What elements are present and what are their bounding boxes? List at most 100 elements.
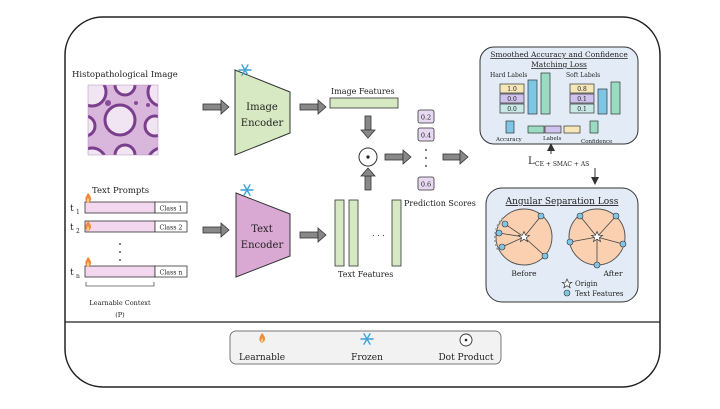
flame-icon <box>85 221 91 231</box>
flame-icon <box>85 193 91 203</box>
after-label: After <box>602 269 623 278</box>
arrow-encoder-to-image-features <box>299 99 327 115</box>
prompt-row-1: t 1 Class 1 <box>70 193 188 216</box>
accuracy-swatch <box>505 120 515 134</box>
class-token-2 <box>154 220 188 233</box>
soft-value-1: 0.8 <box>577 86 587 93</box>
hard-value-3: 0.0 <box>507 106 517 113</box>
confidence-label: Confidence <box>581 139 612 145</box>
image-feature-vector <box>329 97 399 109</box>
image-encoder-label-1: Image <box>246 102 278 113</box>
flame-icon <box>259 333 265 343</box>
arrow-dot-to-scores <box>384 149 412 165</box>
hard-label-cell <box>499 83 525 94</box>
soft-value-2: 0.1 <box>577 96 587 103</box>
soft-label-bar <box>610 81 621 115</box>
hard-label-cell <box>499 93 525 104</box>
hard-value-1: 1.0 <box>507 86 517 93</box>
text-encoder-label-2: Encoder <box>241 240 284 251</box>
token-label-2: t <box>70 223 74 233</box>
score-box-1 <box>417 109 435 124</box>
loss-symbol: L <box>528 156 535 167</box>
arrow-text-features-to-dot <box>360 167 376 191</box>
arrow-image-to-encoder <box>202 99 230 115</box>
text-feature-vector <box>391 199 402 267</box>
context-brace <box>85 282 155 287</box>
prediction-scores: 0.2 0.4 0.6 <box>417 109 435 191</box>
soft-label-cell <box>569 103 595 114</box>
origin-legend-label: Origin <box>575 280 598 288</box>
prompt-ellipsis <box>119 243 121 261</box>
after-circle <box>566 208 627 269</box>
accuracy-label: Accuracy <box>495 137 523 143</box>
smac-loss-panel <box>479 46 639 145</box>
hard-value-2: 0.0 <box>507 96 517 103</box>
angular-title: Angular Separation Loss <box>505 197 619 207</box>
before-label: Before <box>511 269 537 278</box>
score-box-2 <box>417 127 435 142</box>
loss-subscript: CE + SMAC + AS <box>535 161 589 168</box>
snowflake-icon <box>240 184 254 196</box>
hard-labels-label: Hard Labels <box>490 72 527 79</box>
before-circle <box>494 208 553 266</box>
labels-swatch <box>527 125 545 134</box>
token-sub-2: 2 <box>76 228 80 235</box>
prompt-row-2: t 2 Class 2 <box>70 220 188 235</box>
labels-swatch <box>544 125 562 134</box>
legend-dot-product-label: Dot Product <box>438 353 493 363</box>
hard-label-bar <box>527 79 538 115</box>
prediction-scores-label: Prediction Scores <box>404 199 476 208</box>
dot-product-icon <box>459 333 473 347</box>
score-value-3: 0.6 <box>421 181 431 189</box>
context-tokens-n <box>84 265 156 278</box>
image-branch-title: Histopathological Image <box>72 70 178 80</box>
legend-frozen-label: Frozen <box>351 353 383 363</box>
text-encoder-label-1: Text <box>251 224 272 235</box>
hard-label-cell <box>499 103 525 114</box>
soft-label-cell <box>569 93 595 104</box>
labels-label: Labels <box>543 136 561 142</box>
snowflake-icon <box>360 333 374 345</box>
legend-box <box>229 330 502 365</box>
arrow-prompts-to-encoder <box>202 222 230 238</box>
histopathology-image <box>87 84 159 156</box>
dot-product-icon <box>358 147 378 167</box>
flame-icon <box>85 257 91 267</box>
text-feature-dot-icon <box>563 289 571 297</box>
class-label-1: Class 1 <box>159 206 182 213</box>
image-features-label: Image Features <box>331 87 395 96</box>
origin-star-icon <box>561 278 573 289</box>
context-tokens-2 <box>84 220 156 233</box>
text-encoder <box>235 192 291 278</box>
arrow-encoder-to-text-features <box>299 227 327 243</box>
class-token-n <box>154 265 188 278</box>
text-features-label: Text Features <box>338 270 393 279</box>
hard-label-bar <box>540 72 551 115</box>
score-value-2: 0.4 <box>421 132 431 140</box>
learnable-context-label: Learnable Context <box>89 299 151 307</box>
score-box-3 <box>417 176 435 191</box>
prompt-row-n: t n Class n <box>70 257 188 280</box>
soft-label-cell <box>569 83 595 94</box>
text-feature-vector <box>334 199 345 267</box>
score-value-1: 0.2 <box>421 114 431 122</box>
labels-swatch <box>563 125 581 134</box>
text-features-legend-label: Text Features <box>575 290 624 298</box>
class-token-1 <box>154 201 188 214</box>
token-label-1: t <box>70 204 74 214</box>
class-label-n: Class n <box>159 270 182 277</box>
image-encoder-label-2: Encoder <box>241 118 284 129</box>
arrow-image-features-to-dot <box>360 115 376 139</box>
token-sub-n: n <box>76 273 80 280</box>
text-prompts-title: Text Prompts <box>92 186 149 196</box>
context-tokens-1 <box>84 201 156 214</box>
snowflake-icon <box>238 64 252 76</box>
token-label-n: t <box>70 268 74 278</box>
smac-title-1: Smoothed Accuracy and Confidence <box>490 50 628 59</box>
soft-labels-label: Soft Labels <box>566 72 600 79</box>
arrow-scores-to-loss <box>442 149 469 165</box>
soft-label-bar <box>597 88 608 115</box>
learnable-context-symbol: (P) <box>115 311 125 319</box>
